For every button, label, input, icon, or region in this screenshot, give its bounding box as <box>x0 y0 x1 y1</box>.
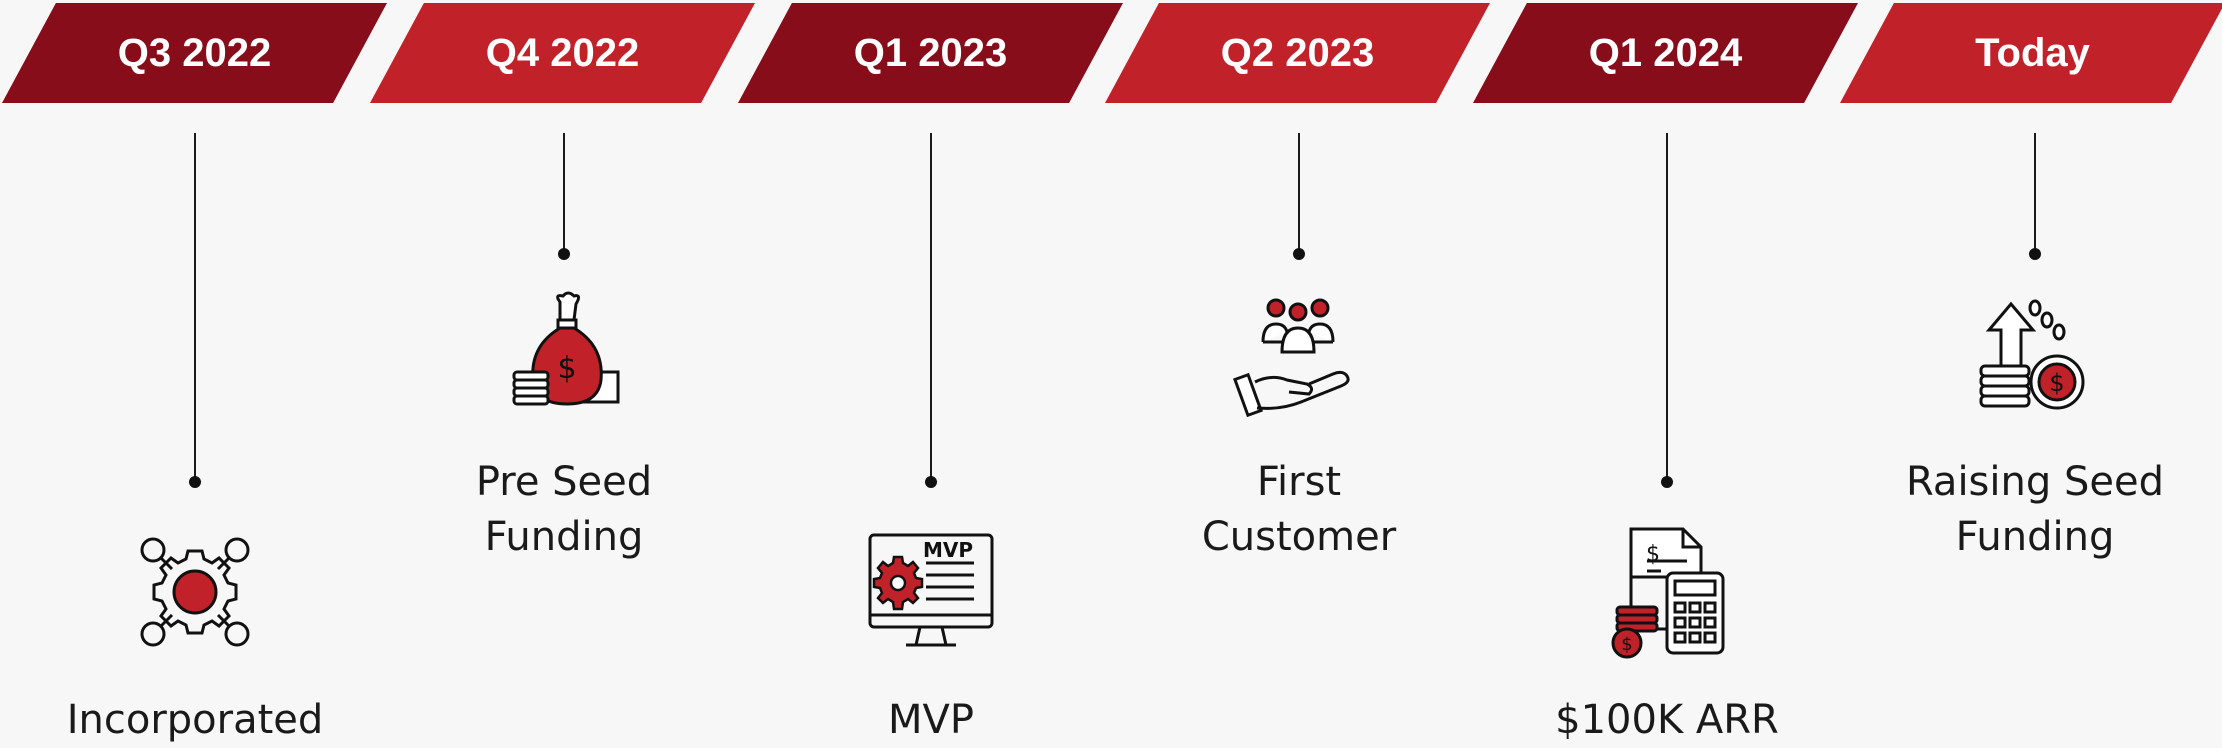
mvp-icon-text: MVP <box>923 538 973 562</box>
period-label: Q1 2024 <box>1588 30 1743 75</box>
mvp-monitor-icon: MVP <box>868 533 994 647</box>
growth-coins-icon: $ <box>1979 299 2085 410</box>
calculator-coins-icon: $ $ <box>1611 527 1725 659</box>
period-label: Today <box>1975 30 2090 75</box>
svg-text:$: $ <box>557 351 576 386</box>
hand-people-icon <box>1233 298 1350 418</box>
period-label: Q4 2022 <box>485 30 640 75</box>
connector-line <box>930 133 932 481</box>
period-label: Q1 2023 <box>853 30 1008 75</box>
milestone-label: $100K ARR <box>1555 697 1779 743</box>
connector-dot <box>925 476 937 488</box>
gear-network-icon <box>140 537 250 647</box>
milestone-label: Pre Seed Funding <box>475 459 653 560</box>
period-label: Q2 2023 <box>1220 30 1375 75</box>
period-today: Today <box>1840 3 2222 103</box>
period-label: Q3 2022 <box>117 30 272 75</box>
milestone-label: MVP <box>888 697 974 743</box>
connector-dot <box>189 476 201 488</box>
connector-line <box>1666 133 1668 481</box>
connector-line <box>563 133 565 253</box>
svg-text:$: $ <box>2049 369 2064 397</box>
connector-dot <box>1661 476 1673 488</box>
milestone-label: Incorporated <box>66 697 324 743</box>
period-q4-2022: Q4 2022 <box>370 3 755 103</box>
connector-dot <box>2029 248 2041 260</box>
connector-line <box>1298 133 1300 253</box>
milestone-label: Raising Seed Funding <box>1906 459 2164 560</box>
connector-dot <box>558 248 570 260</box>
period-q1-2024: Q1 2024 <box>1473 3 1858 103</box>
period-q1-2023: Q1 2023 <box>738 3 1123 103</box>
connector-dot <box>1293 248 1305 260</box>
svg-text:$: $ <box>1646 542 1660 567</box>
period-q3-2022: Q3 2022 <box>2 3 387 103</box>
connector-line <box>194 133 196 481</box>
svg-text:$: $ <box>1621 634 1632 655</box>
money-bag-icon: $ <box>512 291 620 406</box>
period-q2-2023: Q2 2023 <box>1105 3 1490 103</box>
connector-line <box>2034 133 2036 253</box>
milestone-label: First Customer <box>1201 459 1397 560</box>
